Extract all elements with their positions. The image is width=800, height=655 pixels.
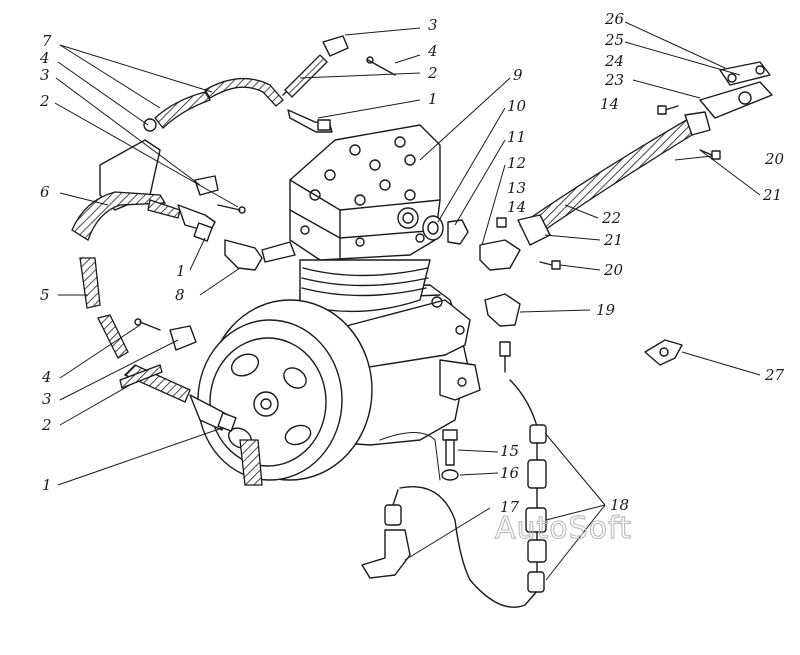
callout-14-right: 14: [600, 95, 619, 113]
callout-2-left: 2: [39, 92, 50, 110]
callout-3-top: 3: [428, 16, 438, 34]
callout-13: 13: [507, 179, 526, 197]
left-hose-assembly: [71, 139, 296, 309]
callout-18: 18: [610, 496, 629, 514]
callout-5: 5: [40, 286, 50, 304]
head-bolts: [300, 136, 425, 247]
callout-26: 26: [604, 10, 625, 28]
callout-11: 11: [507, 128, 526, 146]
tube-5: [79, 257, 101, 309]
callout-17: 17: [500, 498, 520, 516]
callout-7: 7: [42, 32, 52, 50]
watermark-text: AutoSoft: [495, 511, 632, 546]
callout-9: 9: [513, 66, 523, 84]
callout-3-lower: 3: [42, 390, 52, 408]
callout-8: 8: [175, 286, 185, 304]
callout-2-lower: 2: [41, 416, 52, 434]
upper-hose-assembly: [143, 35, 396, 133]
callout-1-left: 1: [176, 262, 186, 280]
callout-22: 22: [601, 209, 621, 227]
callout-24: 24: [604, 52, 624, 70]
callout-21-low: 21: [603, 231, 623, 249]
drain-line-assembly: [361, 293, 683, 608]
callout-4-top: 4: [427, 42, 438, 60]
callout-27: 27: [764, 366, 785, 384]
callout-1-lower: 1: [42, 476, 52, 494]
callout-4-left: 4: [39, 49, 50, 67]
callout-25: 25: [604, 31, 624, 49]
callout-labels: 3 4 2 1 7 4 3 2 6 1 8 5 4 3 2 1 9 10 11 …: [39, 10, 785, 516]
callout-15: 15: [500, 442, 519, 460]
callout-19: 19: [596, 301, 616, 319]
callout-14-mid: 14: [507, 198, 526, 216]
callout-21-top: 21: [762, 186, 782, 204]
lower-hose-assembly: [97, 314, 237, 432]
callout-20-low: 20: [603, 261, 624, 279]
callout-10: 10: [507, 97, 527, 115]
drive-pulley: [197, 299, 373, 481]
callout-20-top: 20: [764, 150, 785, 168]
callout-1-top: 1: [428, 90, 438, 108]
callout-23: 23: [604, 71, 624, 89]
callout-16: 16: [500, 464, 520, 482]
callout-3-left: 3: [40, 66, 50, 84]
callout-4-lower: 4: [41, 368, 52, 386]
callout-2-top: 2: [427, 64, 438, 82]
callout-6: 6: [40, 183, 50, 201]
discharge-hose-assembly: [422, 61, 773, 271]
pulley-bracket: [239, 439, 263, 486]
callout-12: 12: [507, 154, 526, 172]
compressor-body: [197, 124, 481, 486]
leader-lines: [54, 21, 761, 581]
